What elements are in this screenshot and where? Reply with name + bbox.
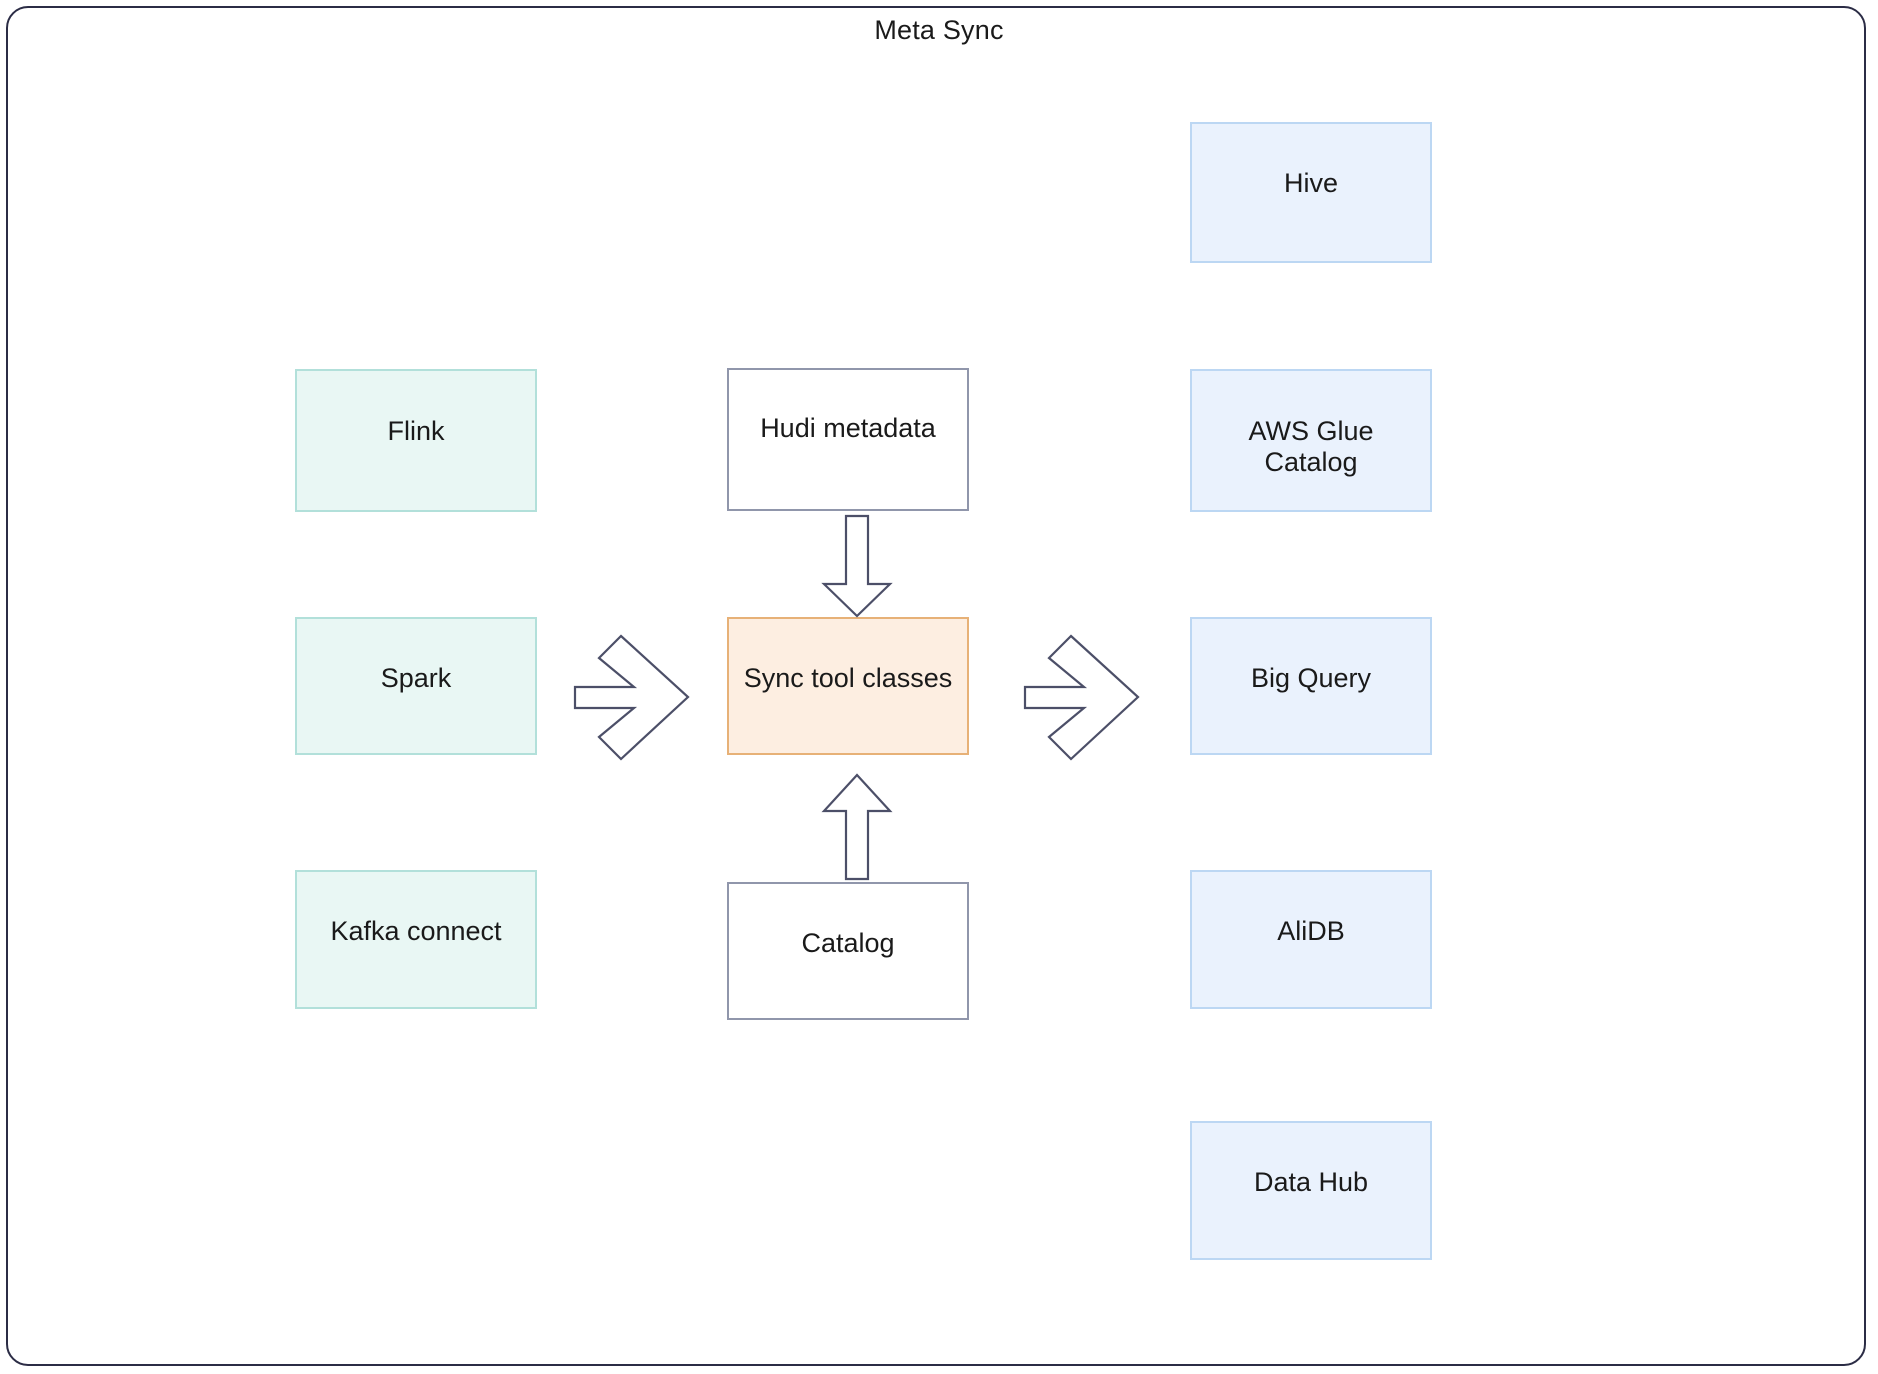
node-data-hub-label: Data Hub <box>1253 1167 1369 1197</box>
node-aws-glue-catalog[interactable]: AWS Glue Catalog <box>1190 369 1432 512</box>
node-kafka-connect-label: Kafka connect <box>330 916 502 946</box>
arrow-sync-to-metastores <box>1023 634 1140 761</box>
node-aws-glue-catalog-label: AWS Glue Catalog <box>1248 416 1374 478</box>
node-data-hub[interactable]: Data Hub <box>1190 1121 1432 1260</box>
node-sync-tool-classes[interactable]: Sync tool classes <box>727 617 969 755</box>
node-alidb[interactable]: AliDB <box>1190 870 1432 1009</box>
arrow-hudi-to-sync <box>821 514 893 618</box>
node-hudi-metadata[interactable]: Hudi metadata <box>727 368 969 511</box>
arrow-engines-to-sync <box>573 634 690 761</box>
node-flink-label: Flink <box>387 416 445 446</box>
node-hive[interactable]: Hive <box>1190 122 1432 263</box>
diagram-title: Meta Sync <box>874 15 1004 45</box>
arrow-catalog-to-sync <box>821 773 893 881</box>
node-alidb-label: AliDB <box>1277 916 1345 946</box>
node-hive-label: Hive <box>1283 168 1338 198</box>
node-big-query-label: Big Query <box>1250 663 1372 693</box>
node-sync-tool-classes-label: Sync tool classes <box>743 663 953 693</box>
node-flink[interactable]: Flink <box>295 369 537 512</box>
node-catalog-label: Catalog <box>801 928 895 958</box>
node-kafka-connect[interactable]: Kafka connect <box>295 870 537 1009</box>
node-spark[interactable]: Spark <box>295 617 537 755</box>
node-hudi-metadata-label: Hudi metadata <box>760 413 936 443</box>
node-big-query[interactable]: Big Query <box>1190 617 1432 755</box>
node-spark-label: Spark <box>380 663 452 693</box>
node-catalog[interactable]: Catalog <box>727 882 969 1020</box>
